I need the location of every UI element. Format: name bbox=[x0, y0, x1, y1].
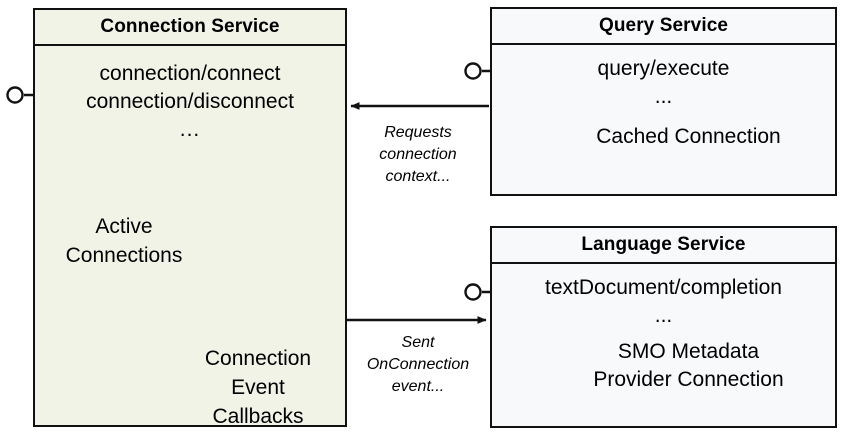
operation-ellipsis: ... bbox=[179, 118, 201, 141]
cached-connection-label: Cached Connection bbox=[596, 125, 781, 148]
query-service-component[interactable]: Query Service query/execute ... Cached C… bbox=[490, 7, 837, 196]
query-service-operations: query/execute ... bbox=[492, 55, 835, 111]
callbacks-label-line-2: Event bbox=[231, 376, 285, 399]
callbacks-label-line-3: Callbacks bbox=[212, 405, 304, 428]
query-service-body: query/execute ... Cached Connection bbox=[492, 45, 835, 194]
operation-ellipsis: ... bbox=[654, 304, 673, 327]
cached-connection-resource: Cached Connection bbox=[492, 117, 835, 157]
operation-connection-connect[interactable]: connection/connect bbox=[99, 62, 281, 85]
edge-label-connection-to-language: Sent OnConnection event... bbox=[348, 332, 488, 398]
operation-connection-disconnect[interactable]: connection/disconnect bbox=[86, 90, 294, 113]
language-service-title: Language Service bbox=[492, 228, 835, 264]
edge-label-line-1: Sent bbox=[401, 334, 435, 351]
smo-metadata-label: SMO Metadata Provider Connection bbox=[593, 338, 783, 394]
edge-label-line-2: OnConnection bbox=[366, 356, 470, 373]
callbacks-label-line-1: Connection bbox=[204, 347, 312, 370]
connection-service-operations: connection/connect connection/disconnect… bbox=[35, 60, 345, 144]
edge-label-line-1: Requests bbox=[384, 124, 452, 141]
smo-metadata-label-line-1: SMO Metadata bbox=[617, 340, 760, 363]
connection-service-body: connection/connect connection/disconnect… bbox=[35, 46, 345, 428]
edge-label-query-to-connection: Requests connection context... bbox=[355, 122, 481, 188]
connection-service-title: Connection Service bbox=[35, 10, 345, 46]
language-service-body: textDocument/completion ... SMO Metadata… bbox=[492, 264, 835, 426]
language-service-operations: textDocument/completion ... bbox=[492, 274, 835, 330]
edge-label-line-3: event... bbox=[391, 378, 445, 395]
edge-label-line-3: context... bbox=[385, 168, 451, 185]
query-service-title: Query Service bbox=[492, 9, 835, 45]
operation-query-execute[interactable]: query/execute bbox=[597, 57, 730, 80]
language-service-component[interactable]: Language Service textDocument/completion… bbox=[490, 226, 837, 428]
active-connections-label: Active Connections bbox=[45, 212, 203, 270]
connection-event-callbacks-label: Connection Event Callbacks bbox=[185, 344, 331, 431]
smo-metadata-label-line-2: Provider Connection bbox=[593, 368, 784, 391]
smo-metadata-provider-connection-resource: SMO Metadata Provider Connection bbox=[492, 338, 835, 394]
operation-textdocument-completion[interactable]: textDocument/completion bbox=[545, 276, 782, 299]
active-connections-label-line-2: Connections bbox=[65, 244, 183, 267]
active-connections-label-line-1: Active bbox=[95, 215, 153, 238]
operation-ellipsis: ... bbox=[654, 85, 673, 108]
edge-label-line-2: connection bbox=[379, 146, 457, 163]
connection-service-component[interactable]: Connection Service connection/connect co… bbox=[33, 8, 347, 428]
